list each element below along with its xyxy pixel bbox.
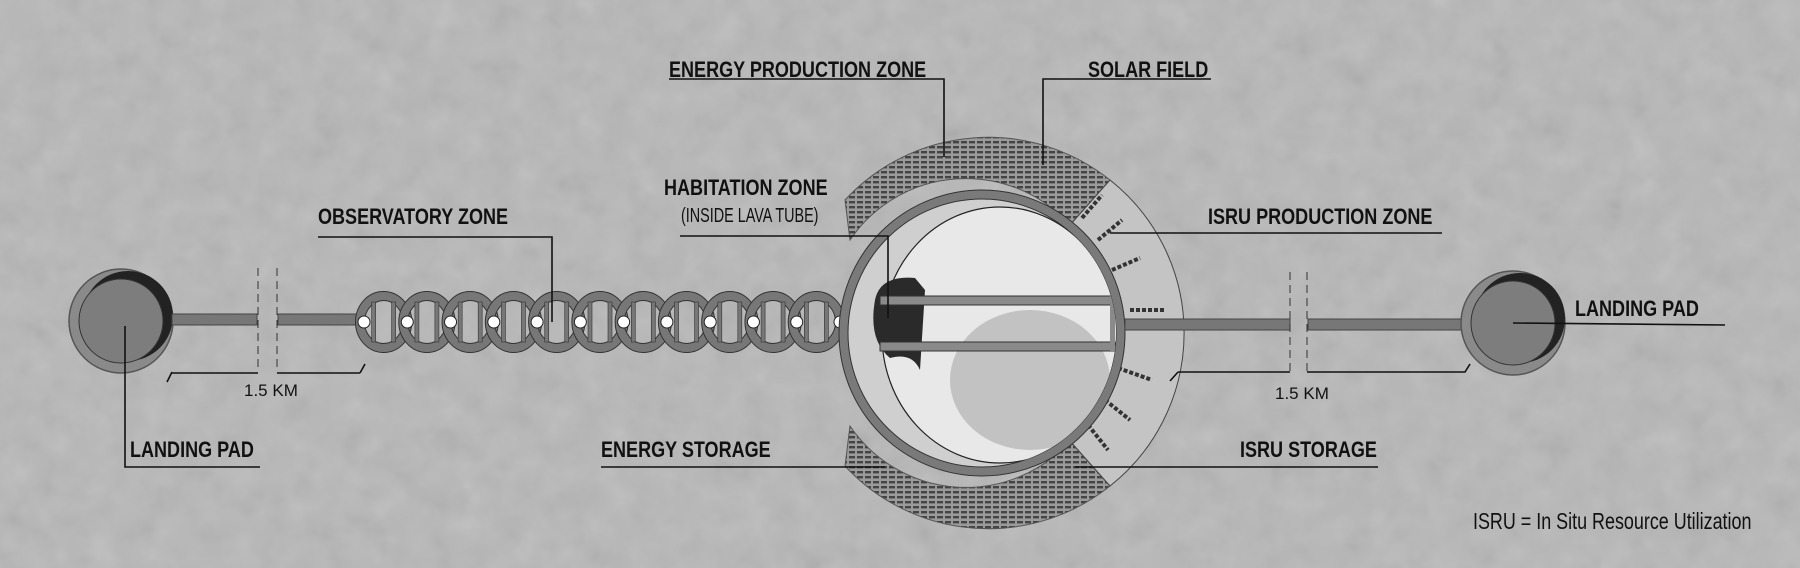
telescope-node xyxy=(703,315,717,329)
telescope-node xyxy=(444,315,458,329)
telescope-node xyxy=(790,315,804,329)
lava-tube-crater xyxy=(838,189,1126,477)
telescope-node xyxy=(573,315,587,329)
leader-observatory xyxy=(318,236,553,322)
label-habitation-note: (INSIDE LAVA TUBE) xyxy=(681,204,818,227)
leader-landing-pad-right xyxy=(1512,322,1726,326)
label-observatory-zone: OBSERVATORY ZONE xyxy=(318,205,508,229)
telescope-node xyxy=(660,315,674,329)
telescope-node xyxy=(530,315,544,329)
distance-marker-left xyxy=(166,363,366,383)
label-isru-production-zone: ISRU PRODUCTION ZONE xyxy=(1208,205,1432,229)
label-solar-field: SOLAR FIELD xyxy=(1088,58,1208,82)
distance-marker-right xyxy=(1169,363,1471,382)
label-energy-storage: ENERGY STORAGE xyxy=(601,438,771,462)
observatory-helix xyxy=(355,291,847,353)
label-habitation-zone: HABITATION ZONE xyxy=(664,176,828,200)
label-energy-production-zone: ENERGY PRODUCTION ZONE xyxy=(669,58,926,82)
telescope-node xyxy=(487,315,501,329)
telescope-node xyxy=(357,315,371,329)
telescope-node xyxy=(617,315,631,329)
leader-energy-production xyxy=(669,78,945,157)
leader-solar-field xyxy=(1042,78,1211,165)
footnote-isru: ISRU = In Situ Resource Utilization xyxy=(1473,509,1751,535)
label-landing-pad-left: LANDING PAD xyxy=(130,438,254,462)
road-right xyxy=(1124,272,1474,376)
landing-pad-left xyxy=(68,268,174,374)
telescope-node xyxy=(400,315,414,329)
label-isru-storage: ISRU STORAGE xyxy=(1240,438,1377,462)
leader-landing-pad-left xyxy=(124,326,260,468)
distance-label-left: 1.5 KM xyxy=(244,381,298,400)
telescope-node xyxy=(746,315,760,329)
label-landing-pad-right: LANDING PAD xyxy=(1575,297,1699,321)
leader-habitation xyxy=(680,235,889,318)
distance-label-right: 1.5 KM xyxy=(1275,384,1329,403)
